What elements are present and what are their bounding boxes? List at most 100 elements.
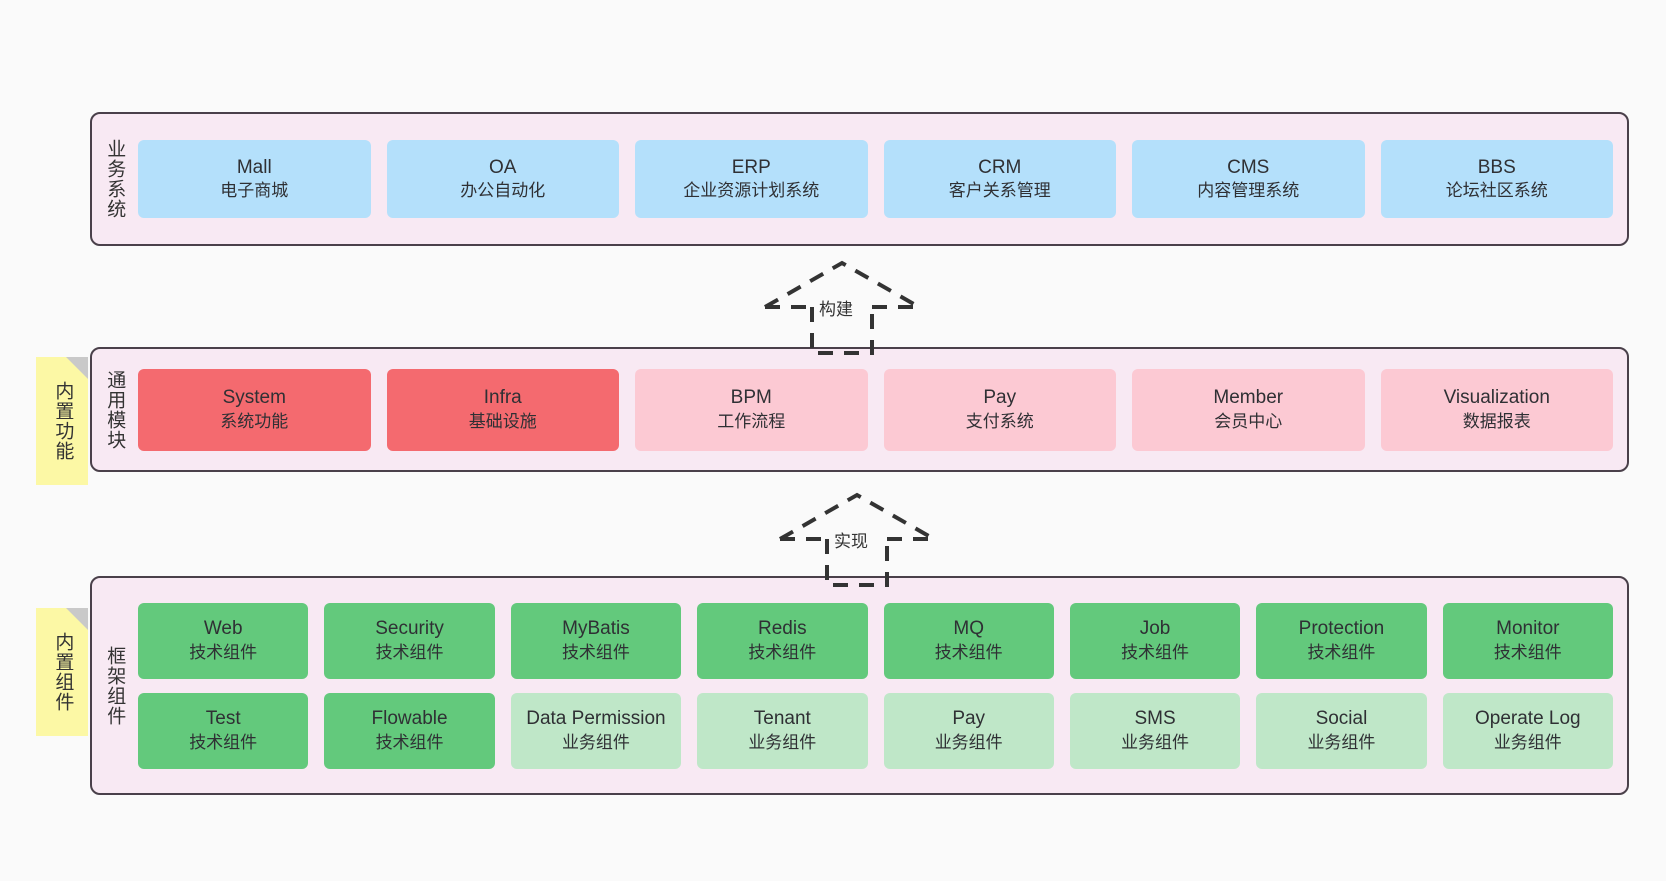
card-web[interactable]: Web 技术组件 <box>138 602 309 679</box>
card-job[interactable]: Job 技术组件 <box>1069 602 1241 679</box>
card-row-biz-components: Test 技术组件 Flowable 技术组件 Data Permission … <box>138 692 1613 769</box>
sticky-note-label: 内置功能 <box>52 381 74 461</box>
sticky-note-builtin-function: 内置功能 <box>36 357 88 485</box>
card-title: Social <box>1315 708 1368 730</box>
card-data-permission[interactable]: Data Permission 业务组件 <box>510 692 682 769</box>
card-title: Security <box>375 618 444 640</box>
card-title: Web <box>203 618 243 640</box>
card-tenant[interactable]: Tenant 业务组件 <box>697 692 868 769</box>
card-subtitle: 支付系统 <box>965 411 1034 431</box>
sticky-note-builtin-component: 内置组件 <box>36 608 88 736</box>
card-system[interactable]: System 系统功能 <box>138 368 371 451</box>
card-social[interactable]: Social 业务组件 <box>1256 692 1427 769</box>
card-subtitle: 业务组件 <box>1493 732 1562 752</box>
card-cms[interactable]: CMS 内容管理系统 <box>1132 140 1365 218</box>
connector-build: 构建 <box>757 255 927 360</box>
card-erp[interactable]: ERP 企业资源计划系统 <box>635 140 868 218</box>
card-subtitle: 数据报表 <box>1462 411 1531 431</box>
card-redis[interactable]: Redis 技术组件 <box>697 602 868 679</box>
card-visualization[interactable]: Visualization 数据报表 <box>1380 368 1613 451</box>
card-title: CRM <box>978 156 1022 178</box>
card-subtitle: 办公自动化 <box>460 181 546 201</box>
card-title: Test <box>205 708 241 730</box>
card-protection[interactable]: Protection 技术组件 <box>1256 602 1427 679</box>
card-subtitle: 技术组件 <box>1493 642 1562 662</box>
card-title: Pay <box>983 387 1017 409</box>
card-subtitle: 业务组件 <box>1307 732 1376 752</box>
card-title: Job <box>1139 618 1171 640</box>
card-mq[interactable]: MQ 技术组件 <box>883 602 1054 679</box>
card-subtitle: 技术组件 <box>748 642 817 662</box>
card-subtitle: 技术组件 <box>375 642 444 662</box>
layer-panel-common: 通用模块 System 系统功能 Infra 基础设施 BPM 工作流程 Pay <box>90 347 1629 472</box>
card-subtitle: 业务组件 <box>1121 732 1190 752</box>
card-subtitle: 技术组件 <box>561 642 630 662</box>
card-sms[interactable]: SMS 业务组件 <box>1069 692 1241 769</box>
card-title: SMS <box>1134 708 1176 730</box>
generalization-arrow-icon <box>779 492 935 587</box>
sticky-note-label: 内置组件 <box>52 632 74 712</box>
card-subtitle: 基础设施 <box>468 411 537 431</box>
card-pay-component[interactable]: Pay 业务组件 <box>883 692 1054 769</box>
card-test[interactable]: Test 技术组件 <box>138 692 309 769</box>
card-title: Member <box>1213 387 1284 409</box>
connector-label-build: 构建 <box>819 300 853 319</box>
card-crm[interactable]: CRM 客户关系管理 <box>883 140 1116 218</box>
layer-body-common: System 系统功能 Infra 基础设施 BPM 工作流程 Pay 支付系统… <box>132 349 1627 470</box>
card-infra[interactable]: Infra 基础设施 <box>386 368 619 451</box>
card-row-common: System 系统功能 Infra 基础设施 BPM 工作流程 Pay 支付系统… <box>138 368 1613 451</box>
card-title: BPM <box>730 387 772 409</box>
card-member[interactable]: Member 会员中心 <box>1132 368 1365 451</box>
card-subtitle: 技术组件 <box>189 732 258 752</box>
card-title: BBS <box>1477 156 1516 178</box>
card-bpm[interactable]: BPM 工作流程 <box>635 368 868 451</box>
card-title: MyBatis <box>562 618 630 640</box>
card-subtitle: 业务组件 <box>934 732 1003 752</box>
card-oa[interactable]: OA 办公自动化 <box>386 140 619 218</box>
connector-implement: 实现 <box>772 487 942 592</box>
card-bbs[interactable]: BBS 论坛社区系统 <box>1380 140 1613 218</box>
card-title: Infra <box>483 387 522 409</box>
card-mall[interactable]: Mall 电子商城 <box>138 140 371 218</box>
card-subtitle: 会员中心 <box>1214 411 1283 431</box>
card-title: Tenant <box>753 708 811 730</box>
card-title: Monitor <box>1496 618 1560 640</box>
layer-panel-business: 业务系统 Mall 电子商城 OA 办公自动化 ERP 企业资源计划系统 CRM <box>90 112 1629 246</box>
card-title: Visualization <box>1443 387 1550 409</box>
card-subtitle: 论坛社区系统 <box>1445 181 1548 201</box>
card-security[interactable]: Security 技术组件 <box>324 602 495 679</box>
card-title: OA <box>489 156 517 178</box>
card-row-business: Mall 电子商城 OA 办公自动化 ERP 企业资源计划系统 CRM 客户关系… <box>138 140 1613 218</box>
card-row-tech-components: Web 技术组件 Security 技术组件 MyBatis 技术组件 Redi… <box>138 602 1613 679</box>
card-flowable[interactable]: Flowable 技术组件 <box>324 692 495 769</box>
layer-body-business: Mall 电子商城 OA 办公自动化 ERP 企业资源计划系统 CRM 客户关系… <box>132 114 1627 244</box>
card-subtitle: 企业资源计划系统 <box>683 181 820 201</box>
card-title: Pay <box>952 708 986 730</box>
card-monitor[interactable]: Monitor 技术组件 <box>1442 602 1613 679</box>
card-title: ERP <box>731 156 771 178</box>
card-pay-module[interactable]: Pay 支付系统 <box>883 368 1116 451</box>
card-title: Redis <box>758 618 807 640</box>
card-title: Flowable <box>371 708 448 730</box>
card-subtitle: 系统功能 <box>220 411 289 431</box>
card-title: Mall <box>236 156 272 178</box>
card-title: Data Permission <box>526 708 666 730</box>
card-subtitle: 技术组件 <box>189 642 258 662</box>
card-subtitle: 内容管理系统 <box>1197 181 1300 201</box>
card-subtitle: 业务组件 <box>561 732 630 752</box>
card-title: Protection <box>1298 618 1385 640</box>
card-title: Operate Log <box>1474 708 1581 730</box>
generalization-arrow-icon <box>764 260 920 355</box>
card-mybatis[interactable]: MyBatis 技术组件 <box>510 602 682 679</box>
card-title: MQ <box>953 618 984 640</box>
card-title: System <box>222 387 286 409</box>
card-operate-log[interactable]: Operate Log 业务组件 <box>1442 692 1613 769</box>
layer-body-framework: Web 技术组件 Security 技术组件 MyBatis 技术组件 Redi… <box>132 578 1627 793</box>
card-subtitle: 电子商城 <box>220 181 289 201</box>
sticky-fold-icon <box>66 608 88 630</box>
card-title: CMS <box>1227 156 1270 178</box>
connector-label-implement: 实现 <box>834 532 868 551</box>
card-subtitle: 技术组件 <box>1121 642 1190 662</box>
layer-title-framework: 框架组件 <box>104 645 126 726</box>
